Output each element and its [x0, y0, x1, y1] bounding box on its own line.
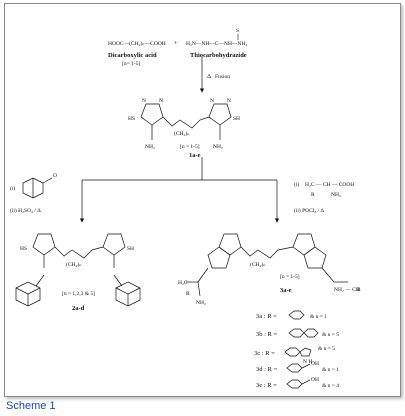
substituent-3b-label: 3b : R =	[256, 331, 278, 338]
compound1-range: [n = 1-5]	[180, 144, 200, 150]
fusion-delta-symbol: Δ	[207, 73, 211, 80]
ring-n: N	[142, 98, 146, 104]
thiocarbohydrazide-label: Thiocarbohydrazide	[190, 52, 247, 59]
substituent-3a-label: 3a : R =	[256, 313, 277, 320]
plus-sign: +	[174, 40, 178, 47]
compound2-range: [n = 1,2,3 & 5]	[62, 291, 95, 297]
thiocarbohydrazide-sulfur: S	[236, 28, 239, 34]
ring-n: N	[210, 98, 214, 104]
acid-formula: HOOC—(CH₂)ₙ—COOH	[108, 40, 166, 47]
fusion-label: Fusion	[215, 74, 230, 80]
substituent-3e-cond: & n = 4	[322, 383, 339, 389]
right-reagent-ii: (ii) POCl₃ / Δ	[294, 207, 325, 214]
substituent-3d-cond: & n = 1	[322, 367, 339, 373]
right-reagent-nh2: NH₂	[331, 192, 341, 198]
substituent-3e-label: 3e : R =	[256, 382, 277, 389]
compound3-id: 3a-e	[280, 287, 292, 294]
compound3-range: [n = 1-5]	[280, 274, 300, 280]
right-reagent-i: (i)	[294, 181, 299, 188]
hs-group: HS	[20, 246, 27, 252]
substituent-3a-cond: & n = 1	[310, 314, 327, 320]
side-chain-left-r: R	[186, 291, 190, 297]
substituent-3c-cond: & n = 5	[318, 346, 335, 352]
substituent-3b-cond: & n = 5	[322, 332, 339, 338]
substituent-3c-nh: N H	[303, 359, 312, 365]
chain-label: (CH₂)ₙ	[250, 261, 266, 268]
side-chain-left-nh2: NH₂	[196, 300, 206, 306]
ring-n: N	[159, 98, 163, 104]
side-chain-right-r: R	[357, 287, 361, 293]
side-chain-left: H₂C	[178, 280, 188, 286]
acid-range-label: [n= 1-5]	[122, 61, 140, 67]
ring-n: N	[227, 98, 231, 104]
right-reagent-fragment: H₂C — CH — COOH	[305, 182, 354, 188]
compound2-id: 2a-d	[72, 305, 85, 312]
sh-group: SH	[233, 116, 240, 122]
scheme-frame	[4, 3, 401, 397]
substituent-3d-label: 3d : R =	[256, 366, 278, 373]
nh2-group: NH₂	[145, 144, 155, 150]
substituent-3e-oh: OH	[311, 377, 319, 383]
nh2-group: NH₂	[213, 144, 223, 150]
thiocarbohydrazide-formula: H₂N—NH—C—NH—NH₂	[186, 41, 247, 47]
right-reagent-r: R	[311, 192, 315, 198]
left-reagent-oxygen: O	[53, 173, 57, 179]
side-chain-right: NH₂ — CH	[334, 287, 360, 293]
hs-group: HS	[128, 116, 135, 122]
scheme-caption: Scheme 1	[6, 400, 56, 412]
dicarboxylic-acid-label: Dicarboxylic acid	[108, 52, 157, 59]
sh-group: SH	[127, 246, 134, 252]
substituent-3c-label: 3c : R =	[254, 350, 275, 357]
compound1-id: 1a-e	[189, 152, 201, 159]
left-reagent-ii: (ii) H₂SO₄ / Δ	[10, 207, 41, 214]
left-reagent-i: (i)	[10, 185, 15, 192]
substituent-3d-oh: OH	[311, 361, 319, 367]
chain-label: (CH₂)ₙ	[66, 261, 82, 268]
chain-label: (CH₂)ₙ	[174, 130, 190, 137]
